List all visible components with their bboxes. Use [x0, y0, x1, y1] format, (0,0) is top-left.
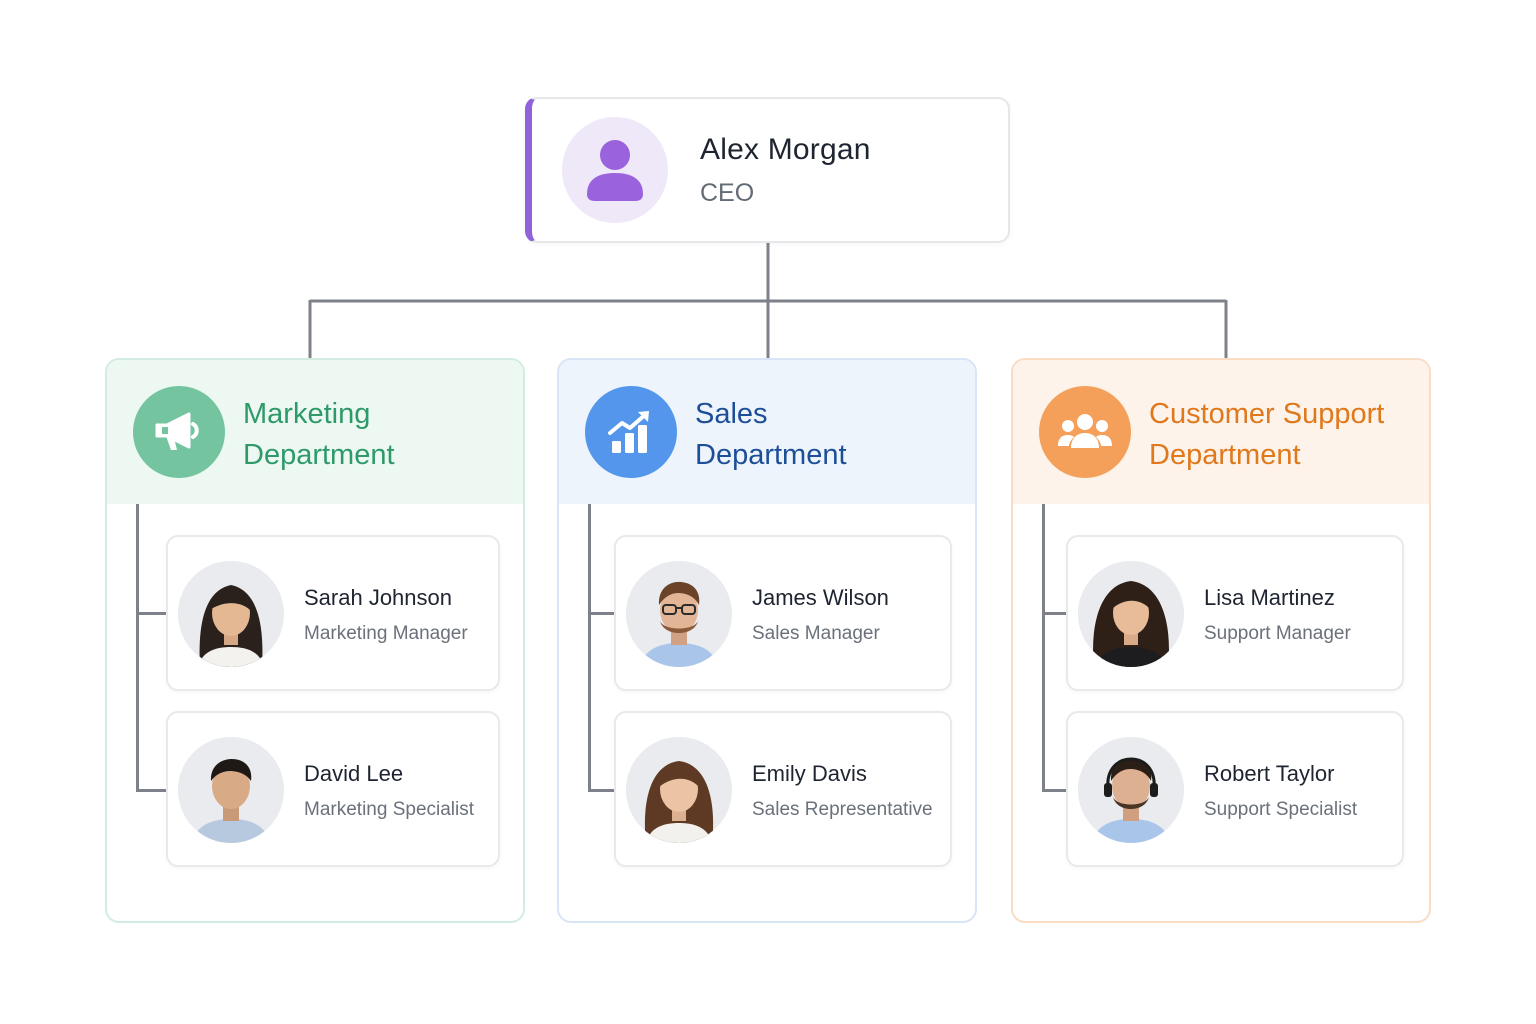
avatar: [1078, 737, 1184, 843]
tree-line: [136, 504, 139, 792]
member-card[interactable]: Sarah Johnson Marketing Manager: [166, 535, 500, 691]
member-name: James Wilson: [752, 585, 889, 610]
department-header: Customer Support Department: [1013, 360, 1429, 504]
tree-branch: [1042, 789, 1074, 792]
department-name: Sales Department: [695, 398, 847, 471]
member-name: Robert Taylor: [1204, 761, 1335, 786]
ceo-card[interactable]: Alex Morgan CEO: [525, 97, 1010, 243]
tree-branch: [1042, 612, 1074, 615]
megaphone-icon: [133, 386, 225, 478]
member-role: Sales Manager: [752, 623, 880, 644]
department-name: Marketing Department: [243, 398, 395, 471]
tree-branch: [588, 789, 620, 792]
member-card[interactable]: David Lee Marketing Specialist: [166, 711, 500, 867]
department-marketing: Marketing Department Sarah Johnson Marke…: [105, 358, 525, 923]
member-role: Sales Representative: [752, 799, 933, 820]
ceo-title: CEO: [700, 179, 755, 207]
tree-line: [588, 504, 591, 792]
avatar: [178, 561, 284, 667]
tree-branch: [136, 789, 168, 792]
member-name: Emily Davis: [752, 761, 867, 786]
department-customer-support: Customer Support Department Lisa Martine…: [1011, 358, 1431, 923]
tree-branch: [136, 612, 168, 615]
member-role: Support Manager: [1204, 623, 1351, 644]
ceo-name: Alex Morgan: [700, 133, 871, 166]
member-card[interactable]: James Wilson Sales Manager: [614, 535, 952, 691]
department-header: Marketing Department: [107, 360, 523, 504]
avatar: [1078, 561, 1184, 667]
member-name: David Lee: [304, 761, 404, 786]
member-card[interactable]: Emily Davis Sales Representative: [614, 711, 952, 867]
member-name: Lisa Martinez: [1204, 585, 1335, 610]
department-header: Sales Department: [559, 360, 975, 504]
avatar: [626, 561, 732, 667]
member-role: Marketing Specialist: [304, 799, 475, 820]
department-name: Customer Support Department: [1149, 398, 1385, 471]
department-sales: Sales Department James Wilson Sales Mana…: [557, 358, 977, 923]
tree-branch: [588, 612, 620, 615]
tree-line: [1042, 504, 1045, 792]
member-card[interactable]: Robert Taylor Support Specialist: [1066, 711, 1404, 867]
member-name: Sarah Johnson: [304, 585, 452, 610]
avatar: [626, 737, 732, 843]
person-icon: [562, 117, 668, 223]
growth-chart-icon: [585, 386, 677, 478]
avatar: [178, 737, 284, 843]
member-role: Marketing Manager: [304, 623, 468, 644]
team-icon: [1039, 386, 1131, 478]
member-role: Support Specialist: [1204, 799, 1358, 820]
member-card[interactable]: Lisa Martinez Support Manager: [1066, 535, 1404, 691]
